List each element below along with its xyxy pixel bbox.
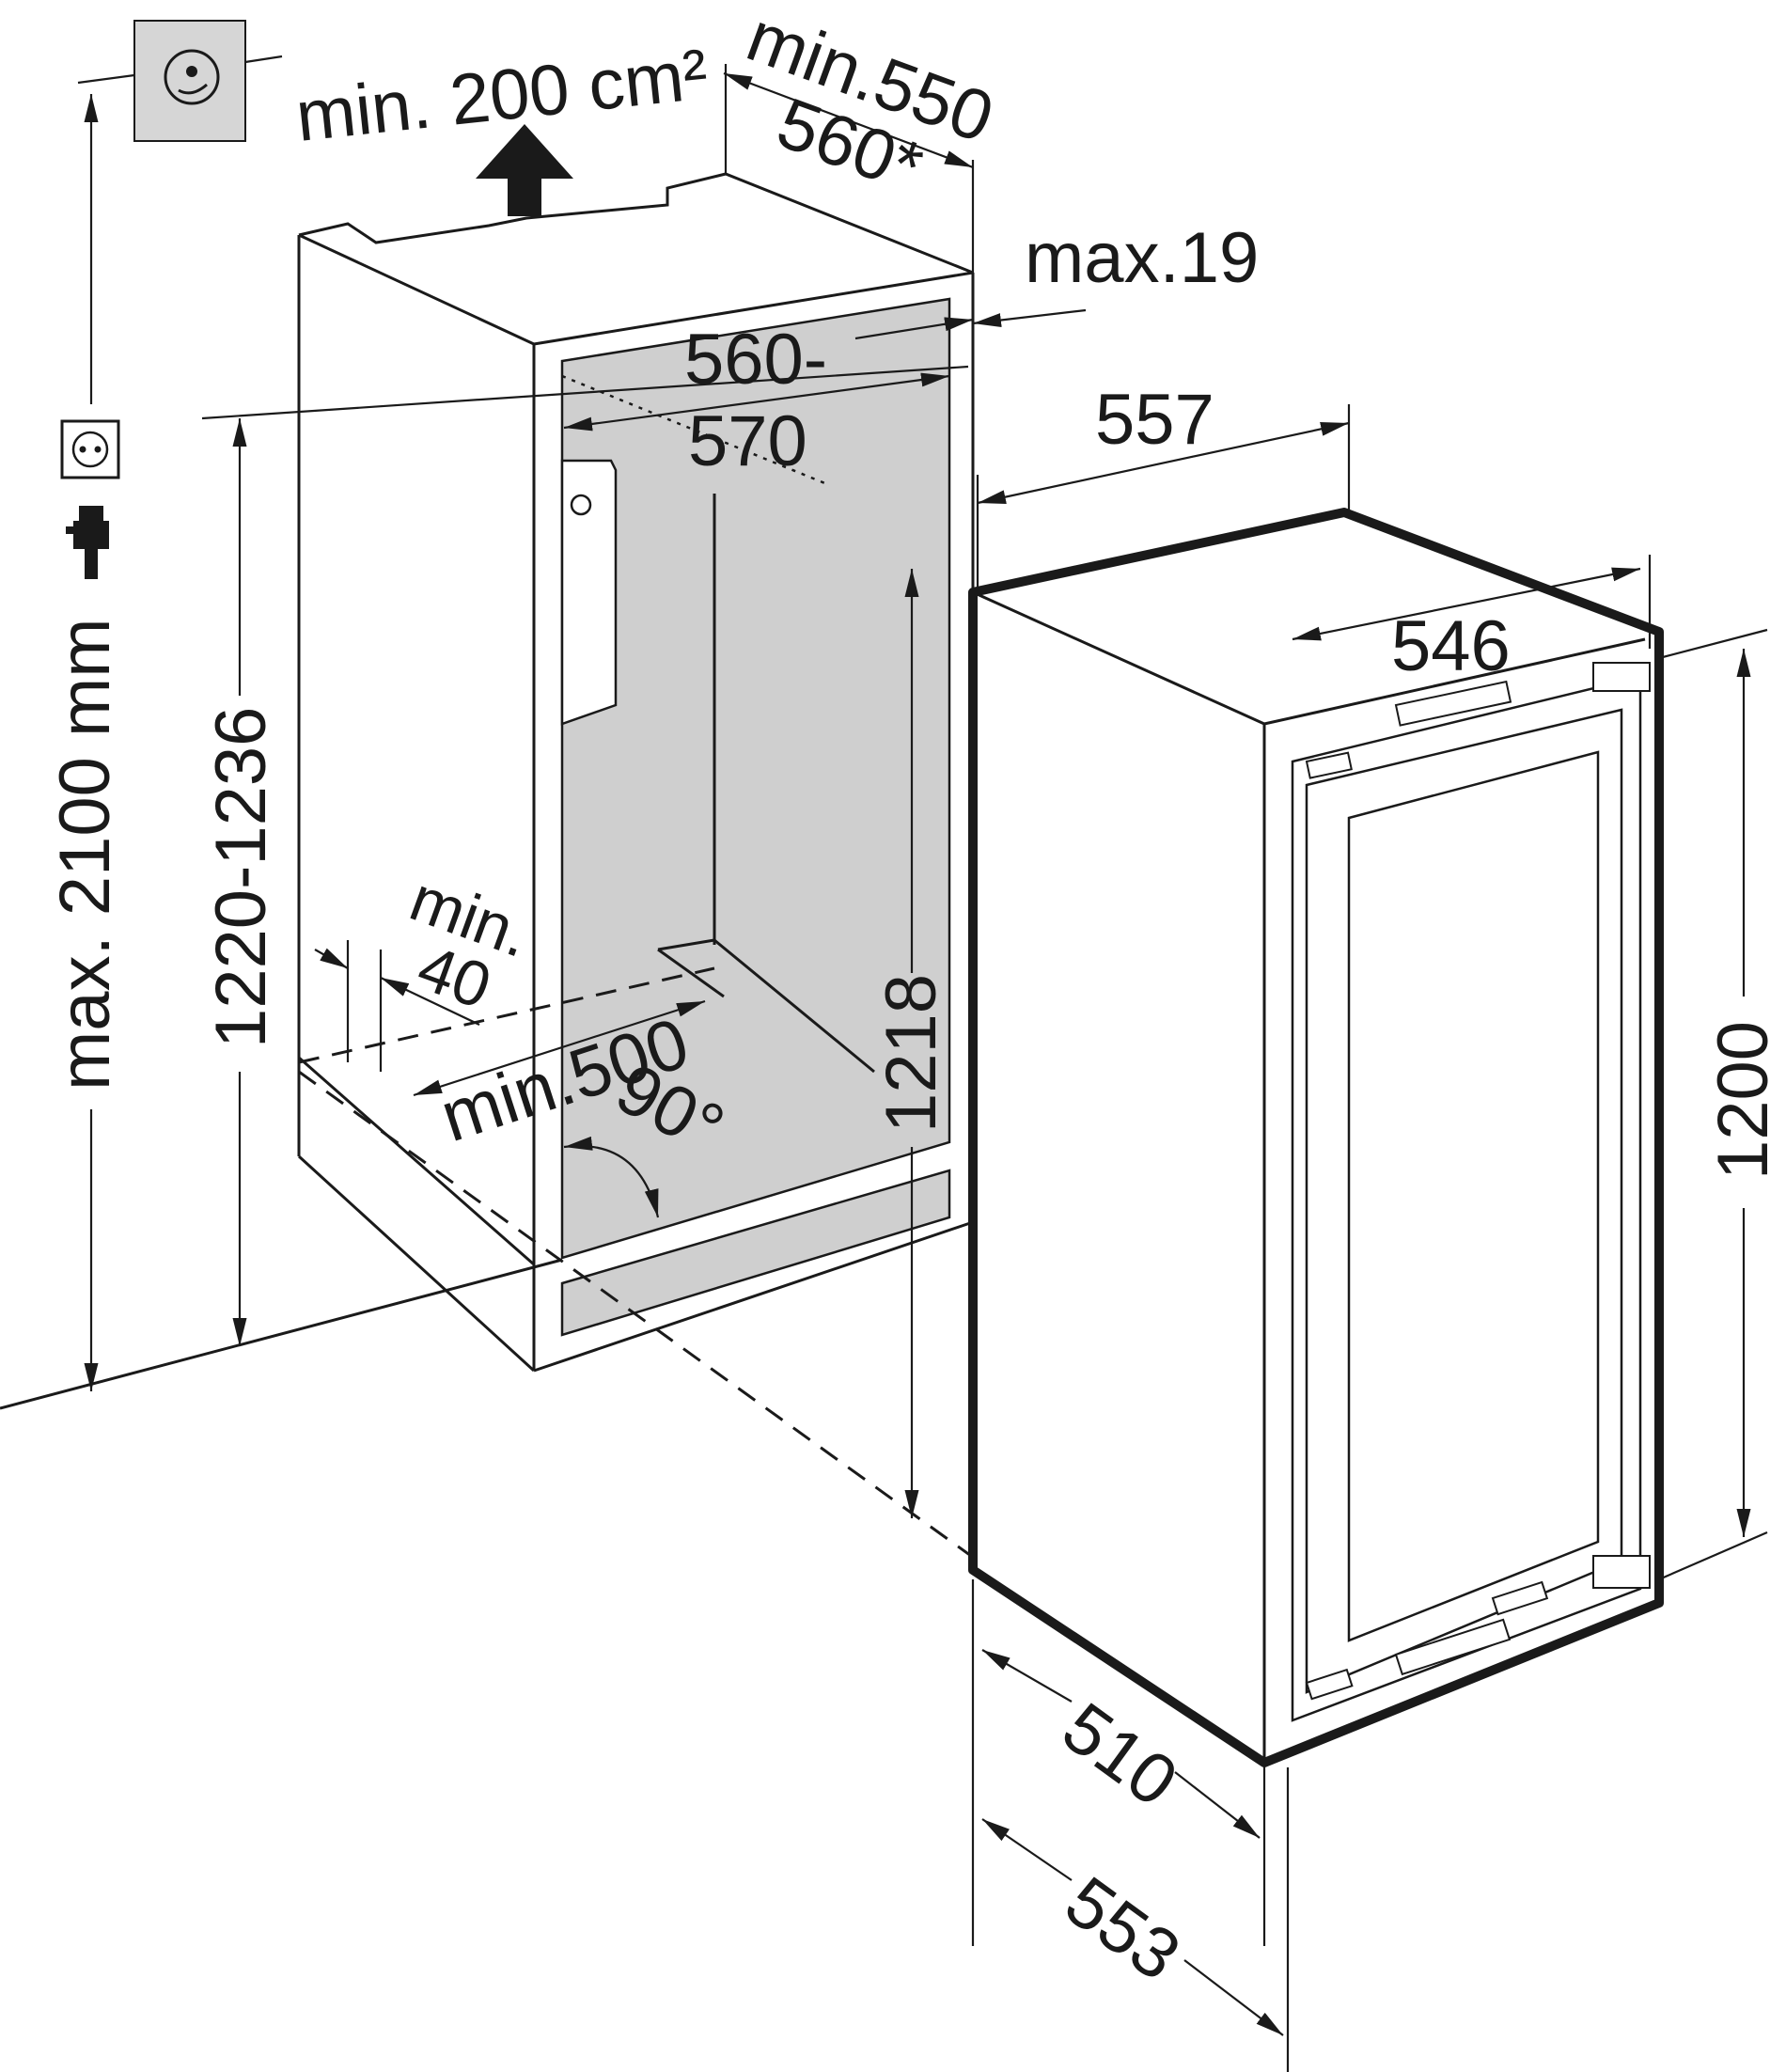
niche-height-label: 1220-1236 (201, 707, 281, 1048)
inner-height-label: 1218 (871, 974, 951, 1133)
niche-cabinet (297, 172, 979, 1562)
niche-width-bottom-label: 570 (688, 401, 807, 481)
socket-icon (60, 419, 120, 479)
appliance-height-label: 1200 (1703, 1021, 1783, 1180)
gas-valve-icon (77, 20, 283, 142)
ventilation-label: min. 200 cm² (292, 34, 712, 156)
depth-dimension-line (723, 71, 974, 169)
niche-width-line (563, 372, 950, 432)
up-arrow-icon (476, 124, 573, 216)
niche-width-top-label: 560- (684, 320, 827, 400)
appliance-width-label: 557 (1095, 380, 1214, 460)
max-height-label: max. 2100 mm (45, 618, 125, 1091)
plug-icon (66, 506, 109, 579)
overlap-label: max.19 (1025, 218, 1259, 298)
floor-line (0, 1258, 563, 1410)
depth-510-label: 510 (1048, 1687, 1192, 1822)
depth-553-label: 553 (1051, 1861, 1195, 1996)
door-width-label: 546 (1391, 606, 1511, 686)
appliance (968, 508, 1664, 1767)
